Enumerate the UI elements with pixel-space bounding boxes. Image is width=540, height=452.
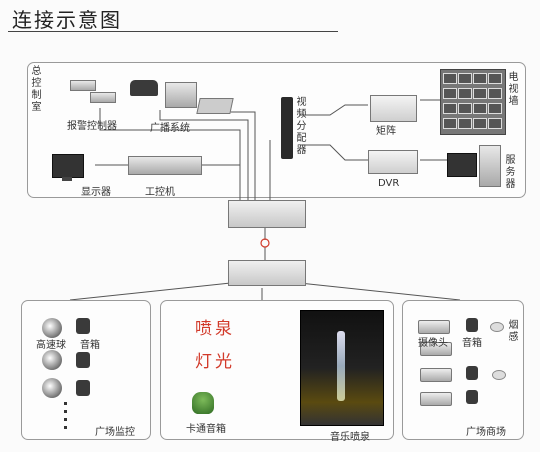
camera-icon — [420, 392, 452, 406]
light-label: 灯光 — [195, 352, 235, 372]
tv-screen — [473, 73, 487, 84]
title-underline — [8, 31, 338, 32]
cartoon-speaker-icon — [192, 392, 214, 414]
tv-screen — [458, 103, 472, 114]
speaker-label: 音箱 — [462, 338, 482, 349]
camera-icon — [418, 320, 450, 334]
display-label: 显示器 — [81, 187, 111, 198]
speaker-icon — [466, 318, 478, 332]
tv-screen — [458, 73, 472, 84]
network-switch-lower — [228, 260, 306, 286]
video-splitter-device — [281, 97, 293, 159]
tv-wall-label: 电视墙 — [508, 72, 519, 107]
speed-dome-icon — [42, 350, 62, 370]
tv-screen — [458, 118, 472, 129]
fountain-label: 喷泉 — [195, 319, 235, 339]
dvr-device — [368, 150, 418, 174]
fountain-photo — [300, 310, 384, 426]
server-monitor — [447, 153, 477, 177]
tv-screen — [488, 103, 502, 114]
tv-screen — [443, 118, 457, 129]
speaker-icon — [76, 352, 90, 368]
tv-wall-device — [440, 69, 506, 135]
tv-screen — [488, 88, 502, 99]
control-room-label: 总控制室 — [31, 66, 42, 113]
dvr-label: DVR — [378, 178, 400, 189]
tv-screen — [458, 88, 472, 99]
speaker-icon — [76, 380, 90, 396]
video-splitter-label: 视频分配器 — [296, 97, 307, 156]
tv-screen — [473, 118, 487, 129]
alarm-controller-label: 报警控制器 — [67, 121, 117, 132]
cartoon-speaker-label: 卡通音箱 — [186, 424, 226, 435]
microphone-icon — [130, 80, 158, 96]
camera-icon — [420, 368, 452, 382]
tv-screen — [488, 118, 502, 129]
smoke-label: 烟感 — [508, 320, 519, 343]
mixer-device — [196, 98, 234, 114]
water-jet — [337, 331, 345, 401]
broadcast-system-label: 广播系统 — [150, 123, 190, 134]
zone-mall-name: 广场商场 — [466, 427, 506, 438]
tv-screen — [473, 88, 487, 99]
tv-screen — [443, 73, 457, 84]
speaker-icon — [466, 366, 478, 380]
display-stand — [62, 177, 72, 181]
server-label: 服务器 — [505, 155, 516, 190]
zone-fountain-name: 音乐喷泉 — [330, 432, 370, 443]
smoke-detector-icon — [492, 370, 506, 380]
ellipsis-dots — [64, 402, 67, 432]
tv-screen — [443, 88, 457, 99]
camera-icon — [420, 342, 452, 356]
tv-screen — [473, 103, 487, 114]
speed-dome-icon — [42, 318, 62, 338]
amplifier-device — [165, 82, 197, 108]
ipc-label: 工控机 — [145, 187, 175, 198]
camera-label: 摄像头 — [418, 338, 448, 349]
tv-screen — [488, 73, 502, 84]
server-tower — [479, 145, 501, 187]
tv-screen — [443, 103, 457, 114]
speed-dome-icon — [42, 378, 62, 398]
speaker-label: 音箱 — [80, 340, 100, 351]
display-monitor — [52, 154, 84, 178]
speaker-icon — [466, 390, 478, 404]
smoke-detector-icon — [490, 322, 504, 332]
alarm-controller-device — [90, 92, 116, 103]
matrix-label: 矩阵 — [376, 126, 396, 137]
ipc-device — [128, 156, 202, 175]
speaker-icon — [76, 318, 90, 334]
zone-monitor-name: 广场监控 — [95, 427, 135, 438]
page-title: 连接示意图 — [12, 8, 122, 32]
network-switch-upper — [228, 200, 306, 228]
speed-dome-label: 高速球 — [36, 340, 66, 351]
alarm-controller-device — [70, 80, 96, 91]
matrix-device — [370, 95, 417, 122]
